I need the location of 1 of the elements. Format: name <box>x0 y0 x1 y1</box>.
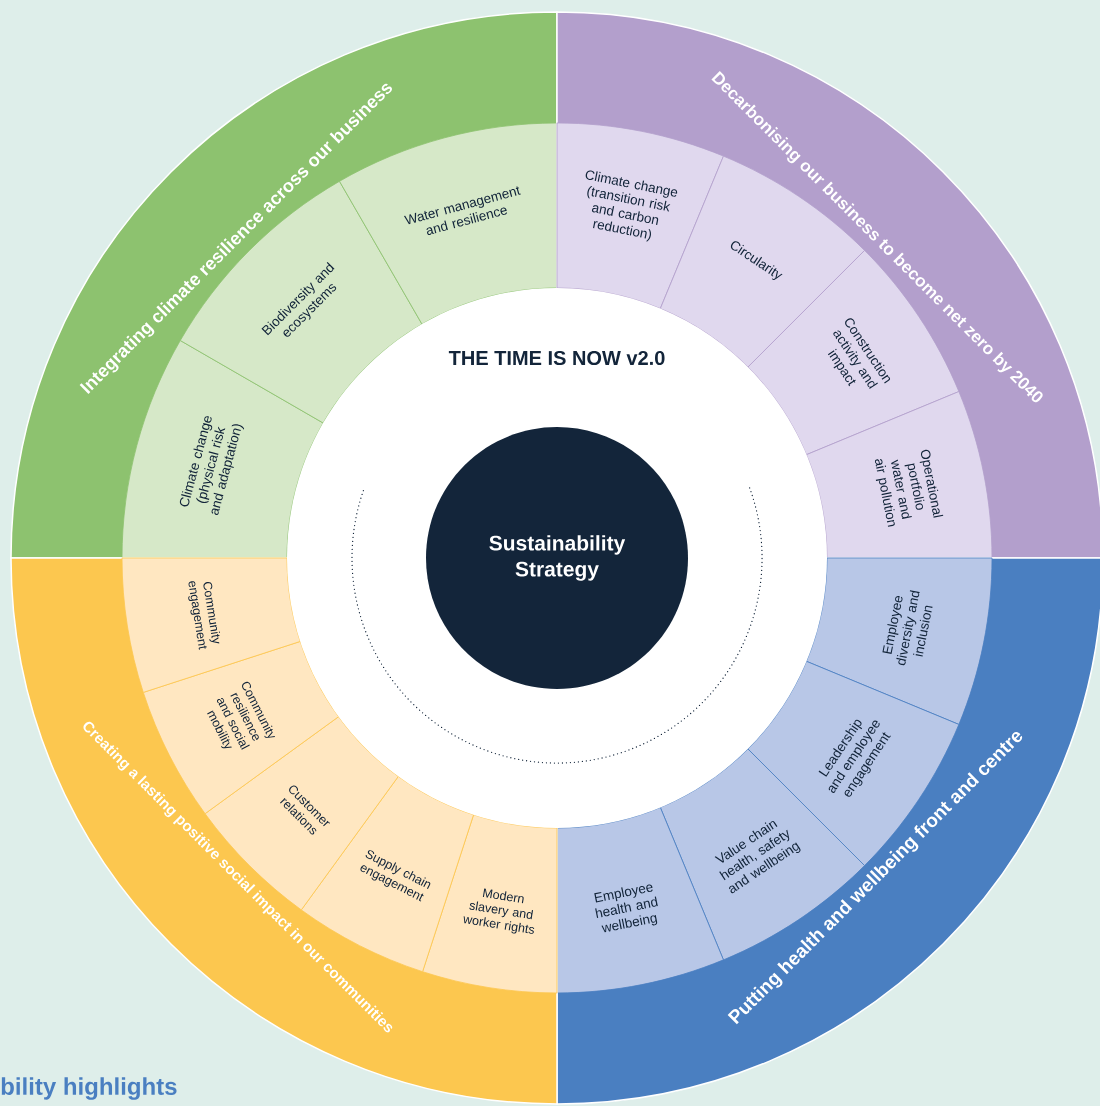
segment: Climate change (transition risk and carbon reduction) <box>556 122 724 309</box>
